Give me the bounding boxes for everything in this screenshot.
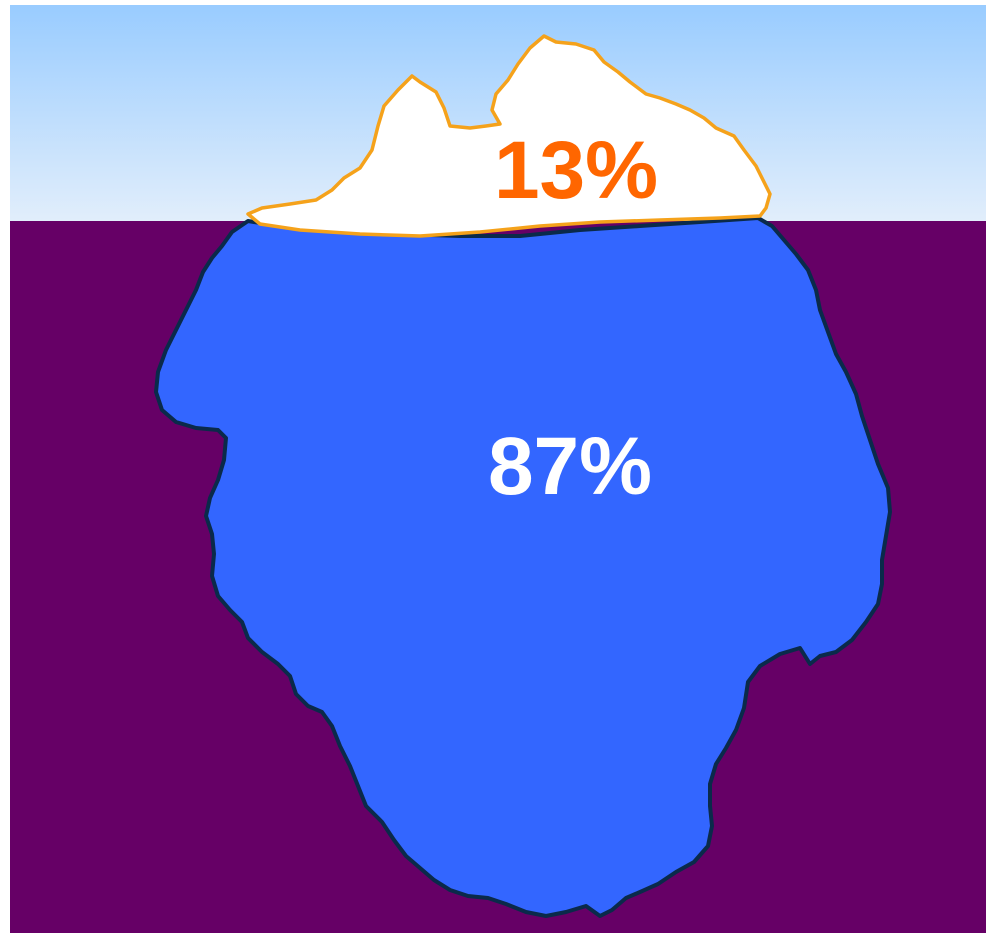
iceberg-tip bbox=[246, 34, 772, 238]
iceberg-submerged-part bbox=[154, 216, 892, 918]
below-water-percent-label: 87% bbox=[488, 421, 652, 512]
above-water-percent-label: 13% bbox=[494, 125, 658, 216]
